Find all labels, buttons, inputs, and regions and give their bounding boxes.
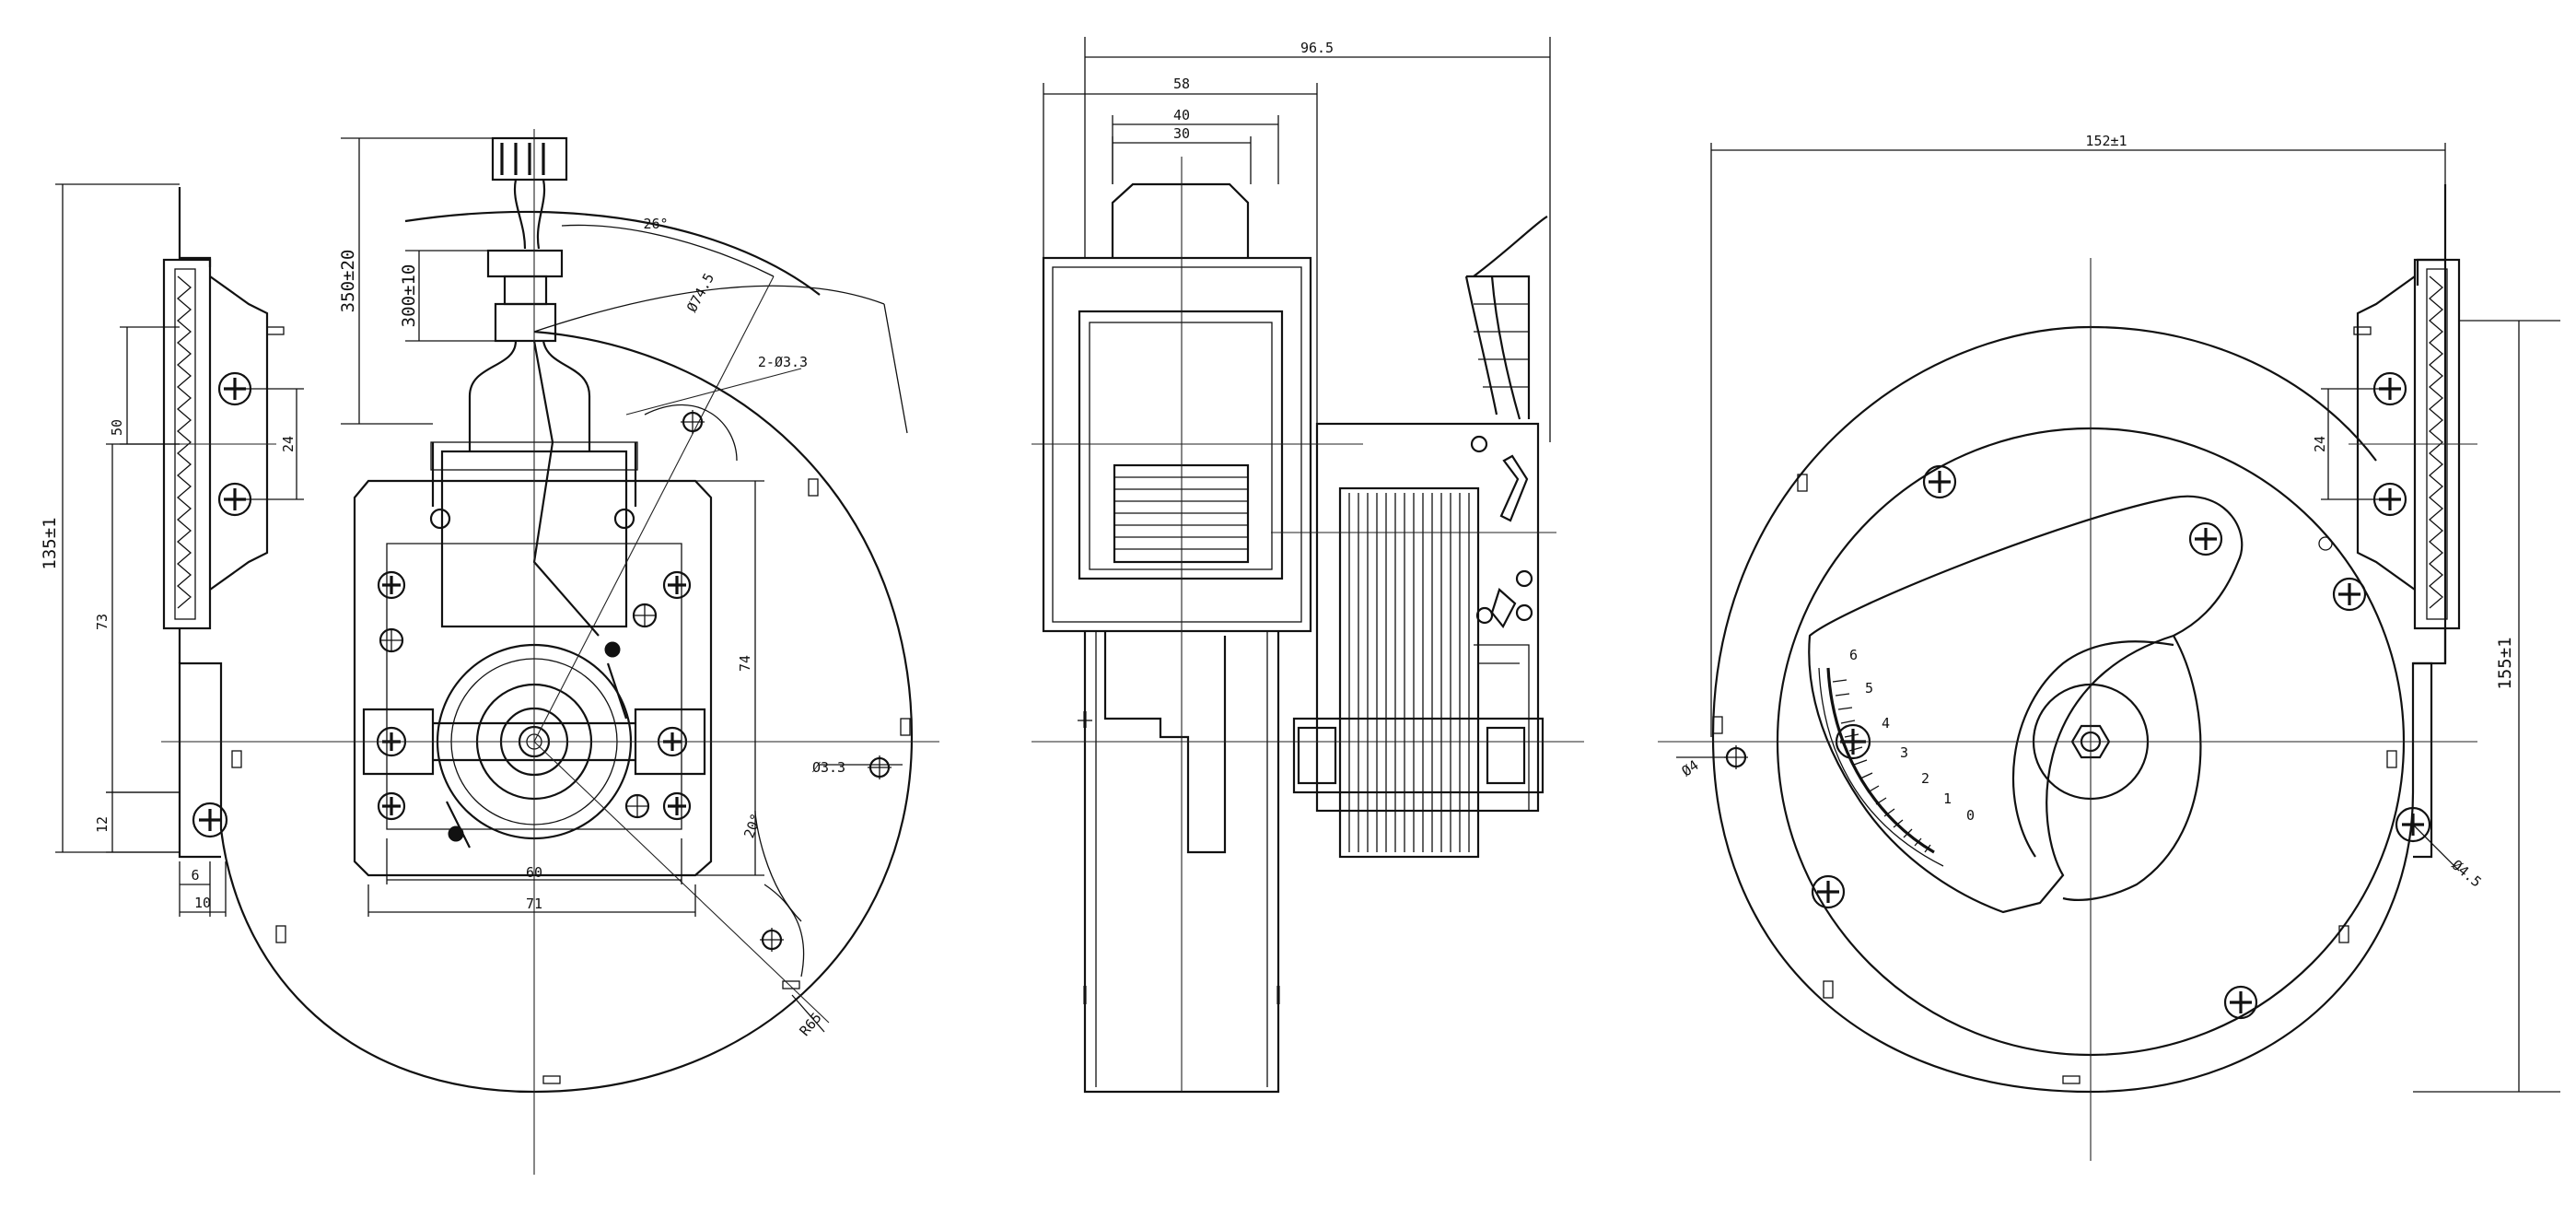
- scale-label-6: 6: [1849, 647, 1858, 663]
- dim-60: 60: [526, 864, 542, 881]
- scale-label-2: 2: [1921, 770, 1929, 787]
- right-view: 6 5 4 3 2 1 0: [1658, 133, 2560, 1161]
- scale-label-0: 0: [1966, 807, 1975, 824]
- dim-r65: R65: [797, 1010, 825, 1039]
- dim-24-right: 24: [2312, 436, 2328, 452]
- dim-350: 350±20: [338, 250, 358, 313]
- dim-152: 152±1: [2085, 133, 2127, 149]
- dim-24-left: 24: [280, 436, 297, 452]
- dim-hole-3-3: Ø3.3: [812, 759, 845, 776]
- dim-135: 135±1: [40, 517, 60, 569]
- dim-50: 50: [109, 419, 125, 436]
- scale-label-4: 4: [1882, 715, 1890, 732]
- dim-26deg: 26°: [643, 216, 668, 232]
- dim-6: 6: [191, 867, 199, 884]
- dim-12: 12: [94, 816, 111, 833]
- dim-2-hole-3-3: 2-Ø3.3: [758, 354, 808, 370]
- dim-300: 300±10: [399, 264, 419, 328]
- dim-73: 73: [94, 614, 111, 630]
- right-damper-scale: [1826, 667, 1935, 854]
- dim-hole-4: Ø4: [1679, 756, 1702, 779]
- dim-40: 40: [1173, 107, 1190, 123]
- right-housing-outline: [1711, 258, 2447, 1094]
- dim-58: 58: [1173, 76, 1190, 92]
- middle-view: 96.5 58 40 30: [1032, 37, 1584, 1094]
- scale-label-3: 3: [1900, 744, 1908, 761]
- left-view: 135±1 50 73 12 24 6 10 350±20 300±10 26°…: [40, 129, 939, 1175]
- left-housing-outline: [178, 330, 914, 1094]
- dim-30: 30: [1173, 125, 1190, 142]
- left-connector: [491, 136, 568, 181]
- dim-20deg: 20°: [740, 811, 764, 840]
- dim-74: 74: [737, 655, 753, 672]
- left-motor-bracket: [353, 479, 713, 877]
- scale-label-5: 5: [1865, 680, 1873, 697]
- dim-96-5: 96.5: [1300, 40, 1334, 56]
- dim-71: 71: [526, 896, 542, 912]
- dim-155: 155±1: [2495, 637, 2515, 689]
- right-damper-plate: [1808, 495, 2244, 914]
- dim-10: 10: [194, 895, 211, 911]
- dim-hole-4-5: Ø4.5: [2449, 857, 2485, 891]
- scale-label-1: 1: [1943, 790, 1952, 807]
- middle-motor-stack: [1338, 486, 1480, 859]
- middle-motor-bracket: [1315, 422, 1540, 813]
